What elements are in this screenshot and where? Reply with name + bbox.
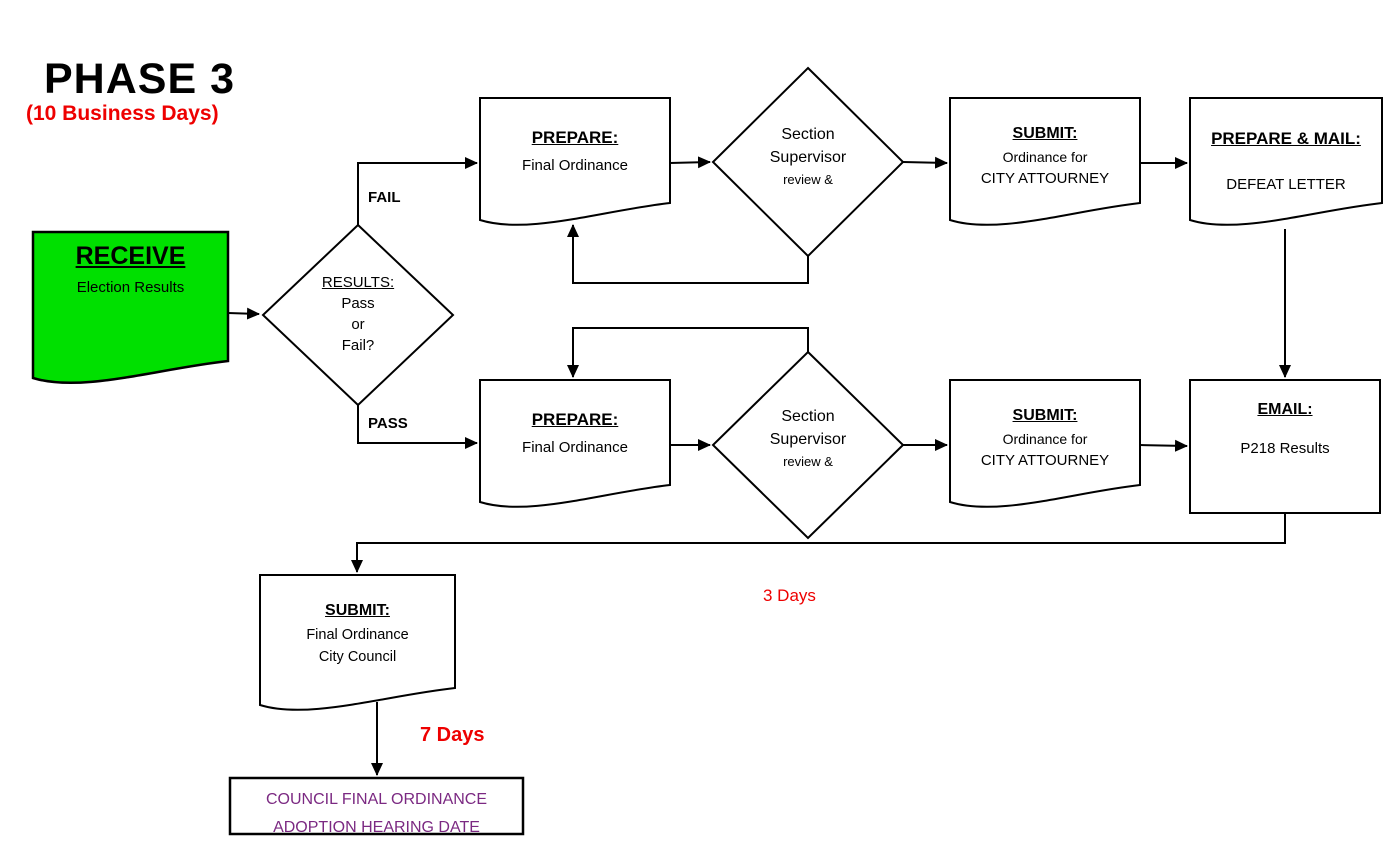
- submit-top-document-shape: [949, 97, 1141, 226]
- email-body: P218 Results: [1240, 440, 1330, 457]
- results-decision-node: RESULTS: Pass or Fail?: [288, 272, 428, 356]
- seven-days-label: 7 Days: [420, 724, 485, 746]
- submit-council-line2: City Council: [318, 649, 397, 665]
- receive-document-shape: [31, 230, 230, 385]
- submit-bottom-line2: CITY ATTOURNEY: [980, 452, 1110, 469]
- receive-body: Election Results: [76, 279, 185, 296]
- prepare-top-document-shape: [479, 97, 671, 226]
- submit-top-line1: Ordinance for: [1002, 149, 1088, 165]
- submit-top-heading: SUBMIT:: [1012, 125, 1078, 142]
- edge-email-council: [351, 513, 1286, 573]
- submit-bottom-heading: SUBMIT:: [1012, 407, 1078, 424]
- edge-supervisortop-submit: [902, 156, 948, 169]
- results-line2: or: [351, 316, 365, 333]
- prepare-top-node: PREPARE: Final Ordinance: [480, 128, 670, 176]
- council-final-line1: COUNCIL FINAL ORDINANCE: [265, 791, 488, 808]
- council-final-node: COUNCIL FINAL ORDINANCE ADOPTION HEARING…: [230, 786, 523, 842]
- page-subtitle: (10 Business Days): [26, 102, 219, 125]
- submit-bottom-line1: Ordinance for: [1002, 431, 1088, 447]
- supervisor-top-decision-shape: [711, 66, 905, 258]
- email-heading: EMAIL:: [1257, 401, 1313, 418]
- results-line3: Fail?: [341, 337, 375, 354]
- supervisor-bottom-decision-shape: [711, 350, 905, 540]
- pass-branch-label: PASS: [368, 415, 408, 432]
- prepare-mail-heading: PREPARE & MAIL:: [1211, 129, 1361, 148]
- edge-loop-top: [567, 224, 809, 284]
- submit-council-document-shape: [259, 574, 456, 711]
- three-days-label: 3 Days: [763, 586, 816, 605]
- submit-top-node: SUBMIT: Ordinance for CITY ATTOURNEY: [950, 124, 1140, 190]
- prepare-top-body: Final Ordinance: [522, 157, 628, 174]
- supervisor-bottom-line2: Supervisor: [769, 431, 847, 448]
- prepare-bottom-body: Final Ordinance: [522, 439, 628, 456]
- prepare-bottom-heading: PREPARE:: [531, 410, 619, 429]
- edge-preparetop-supervisor: [669, 156, 711, 169]
- email-node: EMAIL: P218 Results: [1190, 400, 1380, 459]
- supervisor-bottom-node: Section Supervisor review &: [743, 405, 873, 472]
- prepare-top-heading: PREPARE:: [531, 128, 619, 147]
- results-line1: Pass: [341, 295, 375, 312]
- submit-council-node: SUBMIT: Final Ordinance City Council: [260, 601, 455, 668]
- page-title: PHASE 3: [44, 55, 236, 103]
- edge-pass-prepare: [357, 405, 478, 449]
- council-final-line2: ADOPTION HEARING DATE: [273, 819, 480, 836]
- submit-council-heading: SUBMIT:: [325, 602, 390, 619]
- submit-bottom-document-shape: [949, 379, 1141, 508]
- supervisor-bottom-line1: Section: [781, 408, 835, 425]
- results-heading: RESULTS:: [321, 274, 395, 291]
- submit-council-line1: Final Ordinance: [306, 627, 409, 643]
- edge-fail-prepare: [357, 157, 478, 225]
- supervisor-bottom-line3: review &: [783, 454, 833, 469]
- fail-branch-label: FAIL: [368, 189, 401, 206]
- supervisor-top-node: Section Supervisor review &: [743, 123, 873, 190]
- prepare-mail-document-shape: [1189, 97, 1383, 226]
- prepare-mail-node: PREPARE & MAIL: DEFEAT LETTER: [1190, 129, 1382, 195]
- edge-submitbot-email: [1139, 439, 1188, 452]
- supervisor-top-line3: review &: [783, 172, 833, 187]
- receive-node: RECEIVE Election Results: [33, 240, 228, 298]
- email-box-shape: [1189, 379, 1381, 514]
- prepare-bottom-document-shape: [479, 379, 671, 508]
- prepare-mail-body: DEFEAT LETTER: [1226, 176, 1346, 193]
- receive-heading: RECEIVE: [75, 242, 186, 270]
- edge-loop-bottom: [567, 327, 809, 378]
- connectors: [227, 156, 1291, 776]
- submit-top-line2: CITY ATTOURNEY: [980, 170, 1110, 187]
- submit-bottom-node: SUBMIT: Ordinance for CITY ATTOURNEY: [950, 406, 1140, 472]
- prepare-bottom-node: PREPARE: Final Ordinance: [480, 410, 670, 458]
- edge-receive-results: [227, 307, 260, 320]
- council-final-box-shape: [228, 776, 525, 836]
- results-decision-shape: [261, 223, 455, 407]
- supervisor-top-line2: Supervisor: [769, 149, 847, 166]
- supervisor-top-line1: Section: [781, 126, 835, 143]
